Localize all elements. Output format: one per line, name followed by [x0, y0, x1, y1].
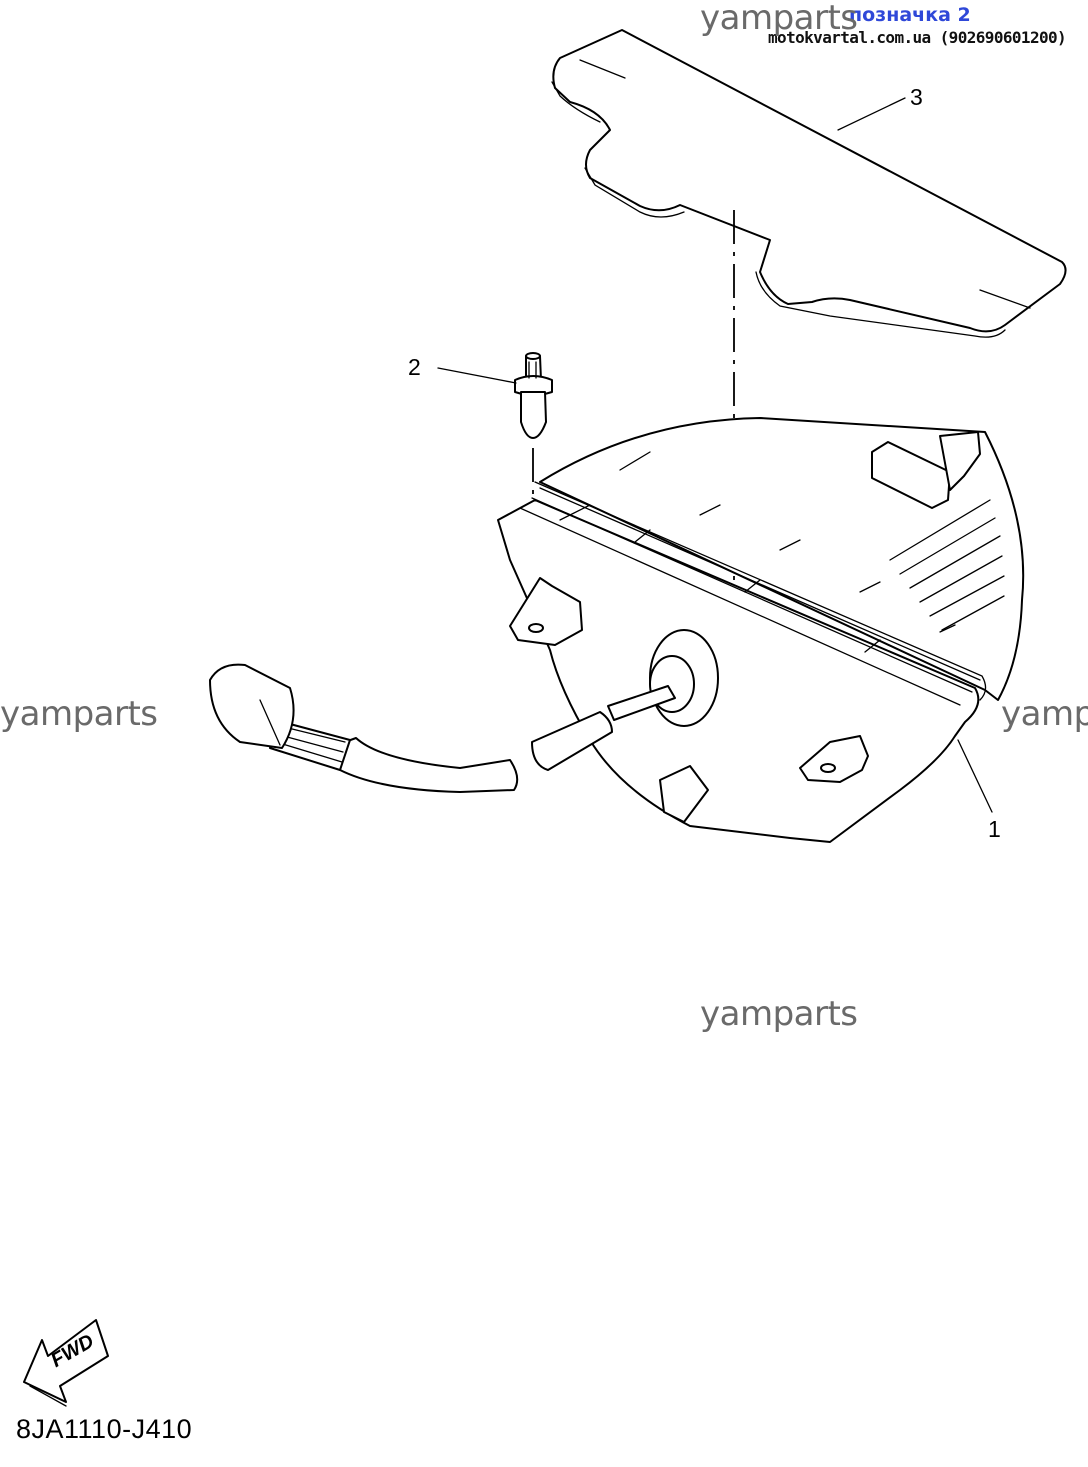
watermark: yamparts — [700, 994, 858, 1034]
callout-part-2: 2 — [408, 354, 421, 380]
part-3-reflector — [551, 29, 1067, 338]
header-title: позначка 2 — [849, 4, 971, 26]
header-site: motokvartal.com.ua (902690601200) — [768, 28, 1067, 47]
leader-line-2 — [437, 367, 517, 384]
watermark: yamparts — [0, 694, 158, 734]
part-1-tail-light — [497, 417, 1025, 843]
watermark: yamparts — [700, 0, 858, 38]
diagram-code: 8JA1110-J410 — [16, 1414, 193, 1444]
part-2-rivet — [514, 352, 553, 439]
wiring-harness — [209, 663, 676, 793]
fwd-arrow-icon — [23, 1319, 109, 1407]
callout-part-1: 1 — [988, 816, 1001, 842]
callout-part-3: 3 — [910, 84, 923, 110]
leader-line-3 — [837, 97, 906, 131]
watermark-cut: yamp — [1001, 694, 1088, 734]
